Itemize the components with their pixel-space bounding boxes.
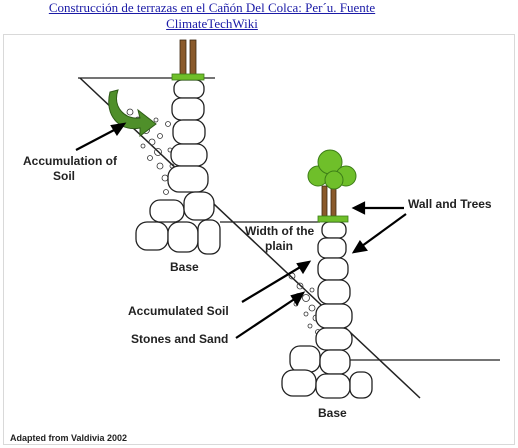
label-accumulation-of-soil: Accumulation of Soil — [23, 154, 118, 183]
label-arrows — [75, 122, 407, 339]
hill-slope-line — [79, 77, 421, 399]
label-base-lower: Base — [318, 406, 347, 420]
caption-line-1: Construcción de terrazas en el Cañón Del… — [48, 0, 376, 15]
upper-stone-wall — [135, 79, 221, 255]
label-base-upper: Base — [170, 260, 199, 274]
label-wall-and-trees: Wall and Trees — [408, 197, 492, 211]
credit-text: Adapted from Valdivia 2002 — [10, 433, 128, 443]
caption-line-2: ClimateTechWiki — [166, 16, 258, 31]
lower-stone-wall — [281, 221, 373, 399]
figure-caption: Construcción de terrazas en el Cañón Del… — [0, 0, 424, 32]
upper-grass-strip — [171, 73, 205, 81]
lower-trees — [307, 149, 357, 223]
lower-soil-accumulation — [288, 272, 321, 335]
label-stones-and-sand: Stones and Sand — [131, 332, 229, 346]
diagram-frame — [3, 34, 515, 445]
upper-trees — [179, 39, 197, 77]
label-width-of-plain: Width of the plain — [245, 224, 315, 253]
label-accumulated-soil: Accumulated Soil — [128, 304, 229, 318]
